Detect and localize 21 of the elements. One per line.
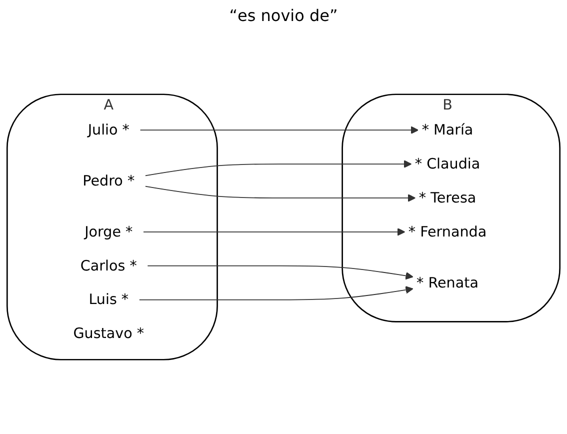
cluster bbox=[6, 94, 218, 360]
arrow bbox=[140, 126, 419, 134]
cluster bbox=[342, 94, 561, 322]
node-text: Pedro * bbox=[82, 172, 135, 190]
node-text: * Claudia bbox=[414, 155, 480, 172]
diagram-title: “es novio de” bbox=[228, 6, 339, 25]
node-text: * María bbox=[422, 121, 474, 138]
node-text: * Renata bbox=[416, 274, 478, 291]
arrow bbox=[138, 286, 414, 300]
node-text: Jorge * bbox=[84, 222, 133, 240]
node-text: Gustavo * bbox=[73, 324, 144, 342]
arrow bbox=[147, 265, 414, 280]
node-text: * Fernanda bbox=[408, 222, 487, 240]
arrow bbox=[144, 186, 416, 202]
node-text: * Teresa bbox=[418, 189, 476, 206]
set-mapping-diagram: A B Julio * * María * Claudia Pedro * * Teresa Jorge * * Fernanda Carlos * * Renata Luis * Gustavo * bbox=[0, 27, 567, 427]
node-text: Carlos * bbox=[80, 256, 137, 274]
arrow bbox=[142, 228, 406, 236]
node-text: Julio * bbox=[88, 121, 130, 138]
node-text: Luis * bbox=[88, 290, 129, 308]
arrow bbox=[144, 160, 412, 176]
